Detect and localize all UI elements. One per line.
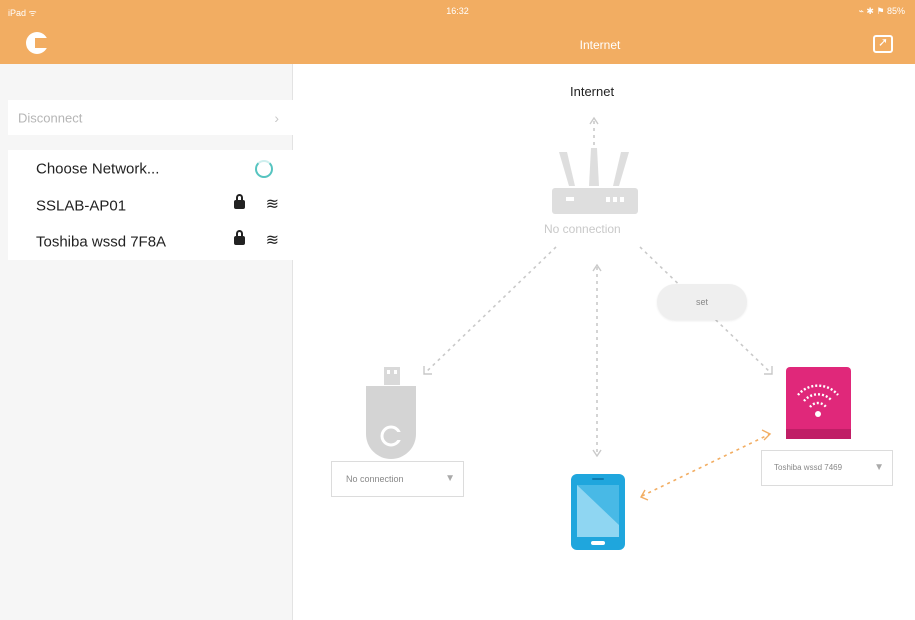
arrow-up-icon [589, 116, 599, 125]
status-bar: iPad ᯤ 16:32 ⌁ ✱ ⚑ 85% [0, 0, 915, 22]
smartphone-icon[interactable] [571, 474, 625, 550]
wifi-icon: ≋ [265, 196, 279, 213]
disconnect-button[interactable]: Disconnect › [8, 100, 293, 135]
choose-network-header: Choose Network... [8, 150, 293, 188]
chromecast-icon[interactable] [366, 367, 416, 459]
sidebar: Disconnect › Choose Network... SSLAB-AP0… [0, 64, 293, 620]
wireless-storage-icon[interactable] [786, 367, 851, 439]
network-diagram: Internet No connection set No connection… [294, 64, 915, 620]
network-name: Toshiba wssd 7F8A [36, 233, 167, 251]
wifi-icon: ≋ [265, 232, 279, 249]
select-value: Toshiba wssd 7469 [774, 463, 843, 472]
page-title: Internet [579, 38, 621, 52]
choose-network-label: Choose Network... [36, 160, 160, 178]
share-icon[interactable] [873, 35, 893, 53]
diagram-canvas [366, 116, 851, 550]
network-item-toshiba[interactable]: Toshiba wssd 7F8A ≋ [8, 224, 293, 260]
router-icon [552, 148, 638, 214]
clock: 16:32 [446, 6, 469, 16]
disconnect-label: Disconnect [18, 110, 83, 125]
battery-indicator: ⌁ ✱ ⚑ 85% [858, 6, 905, 16]
router-status: No connection [544, 222, 621, 236]
router-chromecast-line [423, 246, 557, 375]
arrow-right-icon [761, 429, 772, 441]
arrow-down-icon [592, 449, 602, 458]
app-logo-icon[interactable] [26, 32, 48, 54]
lock-icon [234, 230, 245, 245]
arrow-down-right-icon [764, 366, 773, 375]
chevron-down-icon: ▼ [445, 473, 455, 484]
set-button[interactable]: set [657, 284, 747, 320]
lock-icon [234, 194, 245, 209]
arrow-left-icon [640, 489, 649, 501]
chromecast-network-select[interactable]: No connection ▼ [331, 461, 464, 497]
chevron-right-icon: › [274, 110, 279, 126]
title-bar: iPad ᯤ 16:32 ⌁ ✱ ⚑ 85% Internet [0, 0, 915, 64]
arrow-down-left-icon [423, 366, 432, 375]
loading-spinner-icon [255, 160, 273, 178]
arrow-up-icon [592, 263, 602, 272]
select-value: No connection [346, 474, 404, 484]
storage-network-select[interactable]: Toshiba wssd 7469 ▼ [761, 450, 893, 486]
carrier-label: iPad ᯤ [8, 8, 37, 18]
chevron-down-icon: ▼ [874, 462, 884, 473]
phone-storage-line [641, 433, 771, 497]
network-item-sslab[interactable]: SSLAB-AP01 ≋ [8, 188, 293, 224]
internet-label: Internet [570, 84, 615, 99]
network-name: SSLAB-AP01 [36, 197, 127, 215]
